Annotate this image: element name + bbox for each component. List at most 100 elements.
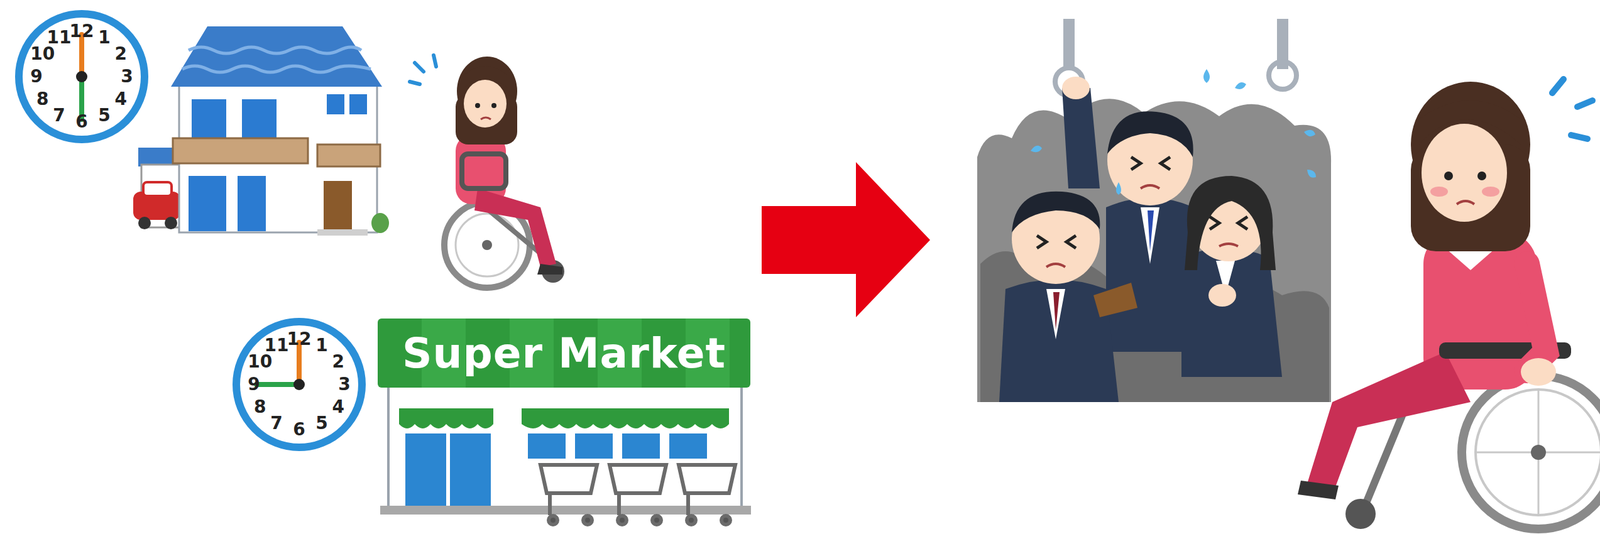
clock-face	[18, 13, 145, 140]
clock-numeral: 8	[36, 90, 49, 109]
clock-numeral: 4	[332, 398, 345, 417]
wheelchair-user-part	[463, 65, 508, 88]
wheelchair-user-part	[482, 240, 493, 251]
wheelchair-user-part	[455, 213, 519, 277]
clock-numeral: 10	[30, 45, 55, 63]
crowded-train-part	[1116, 182, 1122, 195]
wheelchair-user-part	[480, 117, 491, 120]
house-part	[241, 99, 277, 139]
supermarket-building-part	[380, 505, 751, 515]
clock-face	[236, 321, 362, 448]
house-part	[317, 229, 368, 236]
supermarket-building	[380, 386, 751, 515]
shopping-carts-part	[721, 515, 731, 525]
sign-text: Super Market	[402, 329, 726, 378]
shopping-carts-part	[583, 515, 592, 525]
clock-numeral: 11	[264, 336, 290, 355]
clock-numeral: 6	[292, 421, 305, 439]
red-arrow	[761, 162, 931, 318]
clock-numeral: 2	[115, 45, 127, 63]
wheelchair-user-part	[1475, 389, 1600, 516]
clock-numeral: 7	[270, 414, 283, 433]
wheelchair-user-part	[1461, 375, 1600, 530]
shopping-carts-part	[547, 493, 552, 516]
crowded-train-part	[1093, 282, 1138, 318]
wheelchair-user-part	[1481, 186, 1500, 197]
shopping-carts-part	[617, 493, 621, 516]
clock-numeral: 7	[52, 106, 65, 125]
clock-numeral: 5	[98, 106, 110, 125]
clock-numeral: 1	[315, 336, 328, 355]
crowded-train-part	[1062, 76, 1090, 100]
shopping-carts	[540, 465, 736, 525]
clock-numeral: 11	[47, 28, 72, 47]
clock-face-part	[296, 342, 302, 385]
crowded-train-part	[1046, 263, 1066, 268]
supermarket-building-part	[575, 433, 613, 459]
crowded-train-part	[1036, 235, 1076, 249]
crowded-train-part	[1208, 284, 1237, 307]
crowded-train-part	[977, 98, 1332, 403]
house-part	[164, 216, 178, 230]
wheelchair-user-part	[1552, 79, 1593, 139]
crowded-train-part	[1140, 207, 1160, 264]
wheelchair-user-part	[1527, 263, 1546, 371]
shopping-carts-part	[686, 515, 696, 525]
supermarket-building-part	[388, 386, 742, 510]
house-part	[326, 94, 345, 115]
clock-face-part	[76, 71, 88, 83]
house-part	[138, 216, 151, 230]
crowded-train-part	[1147, 210, 1154, 252]
house-part	[170, 26, 383, 87]
wheelchair-user-part	[491, 103, 497, 109]
house-part	[191, 99, 227, 139]
crowded-train-part	[1140, 185, 1160, 189]
house-part	[349, 94, 368, 115]
wheelchair-user-part	[1419, 100, 1521, 145]
wheelchair-user-part	[409, 55, 437, 85]
crowded-train-part	[1107, 111, 1194, 158]
wheelchair-user	[1297, 79, 1600, 530]
wheelchair-user	[409, 55, 565, 288]
wheelchair-user-part	[1297, 480, 1339, 500]
crowded-train-part	[1046, 289, 1066, 340]
supermarket-building-part	[622, 433, 660, 459]
clock-numeral: 3	[338, 375, 351, 394]
crowded-train	[977, 18, 1332, 403]
clock-numeral: 12	[287, 330, 312, 349]
house	[133, 26, 390, 236]
clock-face-part	[79, 34, 85, 77]
clock-numeral: 5	[315, 414, 328, 433]
house-part	[182, 65, 371, 73]
clock-numeral: 3	[120, 67, 133, 86]
wheelchair-user-part	[475, 103, 481, 109]
shopping-carts-part	[652, 515, 662, 525]
clock-numeral: 1	[98, 28, 110, 47]
wheelchair-user-part	[1307, 351, 1471, 488]
clock-numeral: 8	[253, 398, 266, 417]
supermarket-building-part	[405, 433, 447, 510]
wheelchair-user-part	[463, 79, 507, 128]
clock-face-part	[18, 13, 145, 140]
clock-numeral: 4	[115, 90, 127, 109]
supermarket-building-part	[521, 408, 729, 429]
supermarket-building-part	[449, 433, 491, 510]
crowded-train-part	[1184, 175, 1276, 271]
crowded-train-part	[1219, 243, 1239, 247]
clock-numeral: 9	[247, 375, 260, 394]
clock-face-part	[256, 382, 300, 388]
wheelchair-user-part	[1530, 444, 1546, 461]
store-sign: Super Market	[377, 318, 751, 388]
wheelchair-user-part	[1477, 171, 1487, 181]
house-part	[237, 175, 266, 232]
wheelchair-user-part	[461, 153, 506, 189]
house-part	[188, 47, 362, 54]
house-part	[172, 138, 308, 164]
wheelchair-user-part	[474, 188, 557, 268]
house-part	[371, 213, 390, 234]
clock-face-part	[236, 321, 362, 448]
shopping-carts-part	[617, 515, 627, 525]
wheelchair-user-part	[537, 263, 563, 275]
shopping-carts-part	[548, 515, 558, 525]
